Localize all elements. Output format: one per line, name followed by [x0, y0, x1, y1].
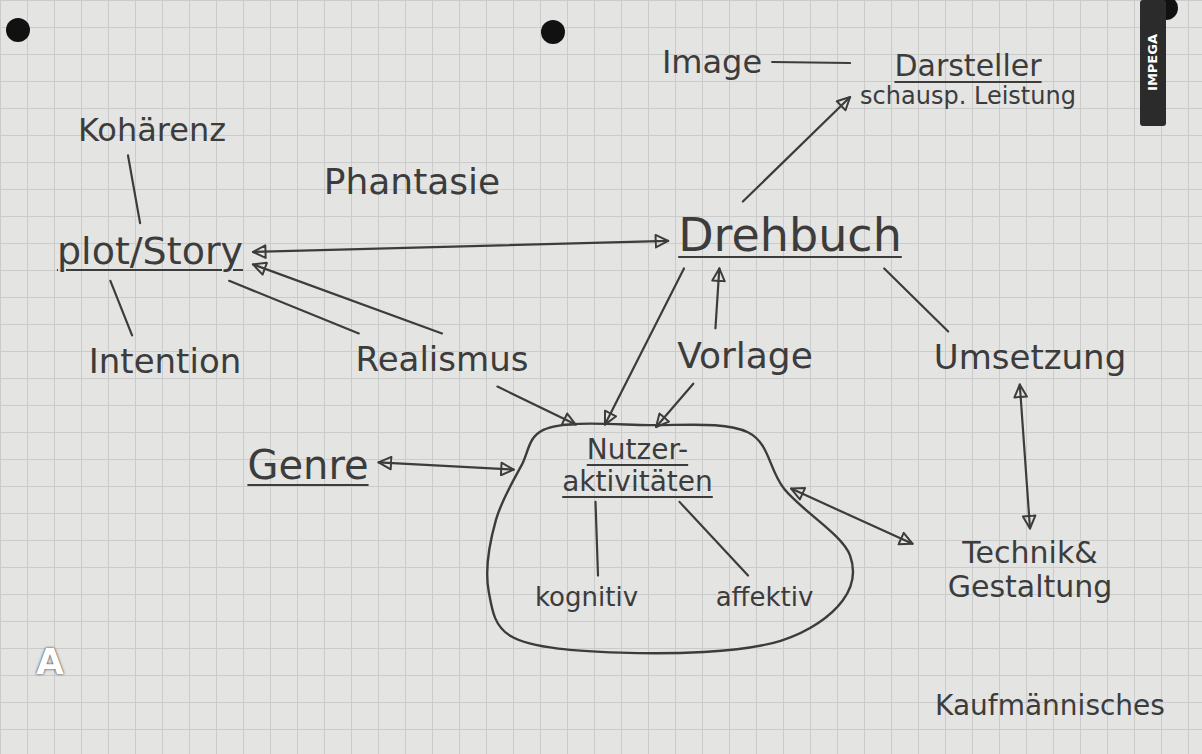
- term-text: affektiv: [716, 583, 814, 613]
- circled-group: Nutzer- aktivitäten kognitiv affektiv: [485, 418, 850, 655]
- term-text: plot/Story: [57, 230, 243, 274]
- term-text: Umsetzung: [934, 338, 1127, 377]
- term-label: kognitiv: [529, 580, 644, 616]
- term-text: Kohärenz: [78, 112, 226, 149]
- brand-watermark: IMPEGA: [1146, 34, 1161, 91]
- term-label: Realismus: [350, 337, 535, 382]
- arrow-connector: [605, 268, 684, 424]
- term-subtext: schausp. Leistung: [860, 83, 1076, 111]
- arrow-connector: [253, 241, 668, 252]
- central-term: Drehbuch: [672, 206, 908, 265]
- link-line: [110, 281, 132, 336]
- link-line: [772, 61, 850, 64]
- link-line: [680, 502, 749, 576]
- term-label: Technik& Gestaltung: [917, 533, 1144, 608]
- panel-letter: A: [36, 641, 64, 682]
- arrow-connector: [253, 264, 442, 333]
- arrow-connector: [656, 384, 693, 427]
- arrow-connector: [379, 462, 514, 469]
- term-label: affektiv: [710, 580, 820, 616]
- arrow-connector: [715, 268, 719, 328]
- term-text: Vorlage: [677, 335, 813, 376]
- link-line: [128, 155, 140, 223]
- arrow-connector: [497, 387, 575, 425]
- term-label: Kohärenz: [72, 109, 232, 152]
- magnet: [541, 20, 565, 44]
- term-text: Technik& Gestaltung: [923, 536, 1138, 605]
- term-text: Drehbuch: [678, 209, 902, 262]
- term-label: Intention: [83, 339, 248, 384]
- link-line: [596, 502, 599, 576]
- brand-tab: [1140, 0, 1166, 126]
- arrow-connector: [1020, 385, 1030, 529]
- term-label: plot/Story: [51, 227, 249, 277]
- term-text: Image: [662, 44, 762, 81]
- term-text: Genre: [247, 442, 368, 488]
- edge-label: Phantasie: [324, 161, 500, 202]
- term-text: Darsteller: [860, 49, 1076, 84]
- note-text: Kaufmännisches: [935, 690, 1165, 722]
- link-line: [884, 268, 948, 331]
- term-text: Realismus: [356, 340, 529, 379]
- magnet: [6, 18, 30, 42]
- term-text: kognitiv: [535, 583, 638, 613]
- term-text: Intention: [89, 342, 242, 381]
- term-label: Vorlage: [671, 332, 819, 379]
- arrow-connector: [743, 97, 850, 202]
- term-label: Image: [656, 41, 768, 84]
- link-line: [229, 281, 359, 334]
- arrow-connector: [791, 489, 912, 544]
- term-text: Nutzer- aktivitäten: [533, 434, 743, 498]
- blob-outline-path: [487, 423, 853, 653]
- term-label: Darstellerschausp. Leistung: [854, 46, 1082, 114]
- term-label: Genre: [241, 439, 374, 491]
- term-label: Umsetzung: [928, 335, 1133, 380]
